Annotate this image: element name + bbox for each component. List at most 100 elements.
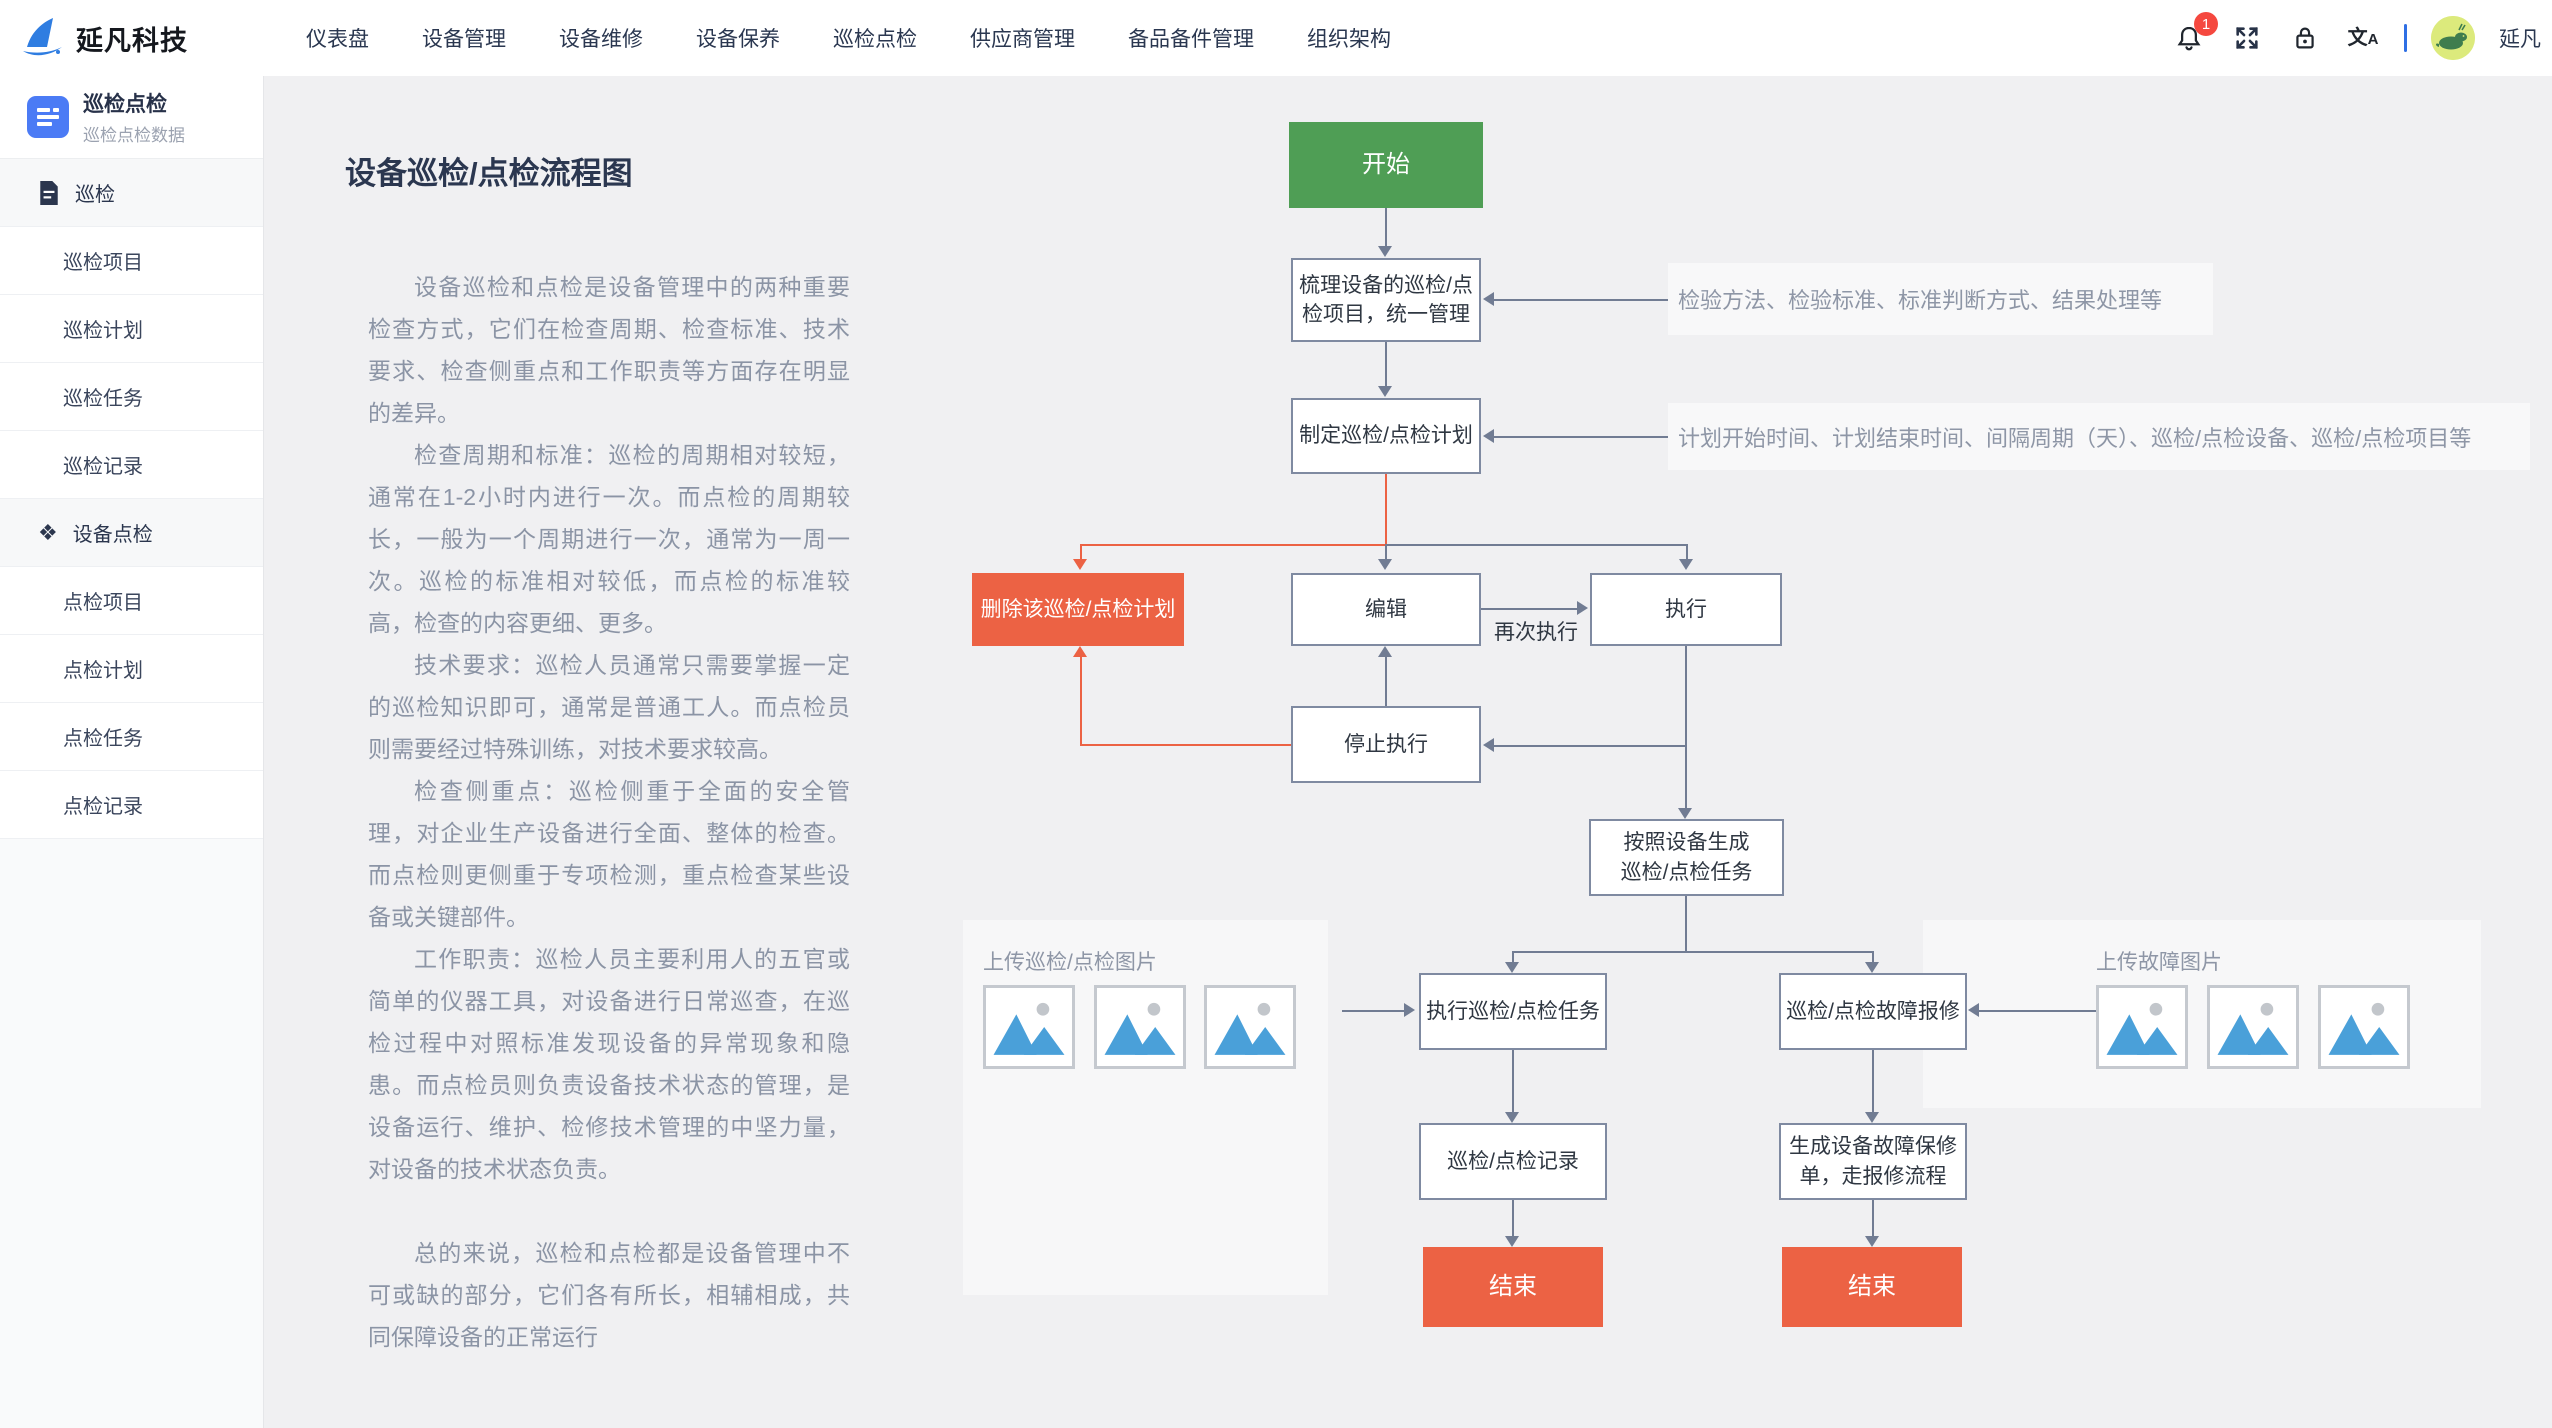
- connector-line: [1872, 1200, 1874, 1236]
- sidebar-item-label: 点检任务: [63, 728, 143, 750]
- edge-label-execute-again: 再次执行: [1494, 621, 1578, 644]
- sidebar-item-spot-check-plans[interactable]: 点检计划: [0, 635, 263, 703]
- sidebar-item-spot-check-records[interactable]: 点检记录: [0, 771, 263, 839]
- sidebar: 巡检点检 巡检点检数据 巡检 巡检项目 巡检计划 巡检任务 巡检记录 ❖ 设备点…: [0, 76, 264, 1428]
- connector-line: [1872, 951, 1874, 962]
- language-translate-icon[interactable]: 文A: [2347, 27, 2379, 49]
- inspection-module-icon: [27, 96, 69, 138]
- fullscreen-icon[interactable]: [2230, 21, 2264, 55]
- sidebar-item-inspection[interactable]: 巡检: [0, 159, 263, 227]
- sidebar-item-label: 巡检记录: [63, 456, 143, 478]
- app-logo: 延凡科技: [20, 0, 188, 76]
- sidebar-item-label: 点检计划: [63, 660, 143, 682]
- sidebar-item-label: 点检项目: [63, 592, 143, 614]
- flow-node-organize-items: 梳理设备的巡检/点 检项目，统一管理: [1291, 258, 1481, 342]
- connector-line-orange: [1080, 544, 1386, 546]
- nav-item-device-repair[interactable]: 设备维修: [559, 28, 643, 51]
- image-placeholder: [1204, 985, 1296, 1069]
- arrowhead: [1505, 962, 1519, 973]
- body-paragraph: 工作职责：巡检人员主要利用人的五官或简单的仪器工具，对设备进行日常巡查，在巡检过…: [368, 946, 850, 1182]
- body-paragraph: 总的来说，巡检和点检都是设备管理中不可或缺的部分，它们各有所长，相辅相成，共同保…: [368, 1240, 850, 1350]
- nav-item-dashboard[interactable]: 仪表盘: [306, 28, 369, 51]
- connector-line: [1385, 340, 1387, 388]
- nav-item-supplier-management[interactable]: 供应商管理: [970, 28, 1075, 51]
- sidebar-title: 巡检点检: [83, 93, 167, 116]
- notification-bell-icon[interactable]: 1: [2172, 12, 2218, 55]
- nav-item-device-management[interactable]: 设备管理: [422, 28, 506, 51]
- annotation-plan-fields: 计划开始时间、计划结束时间、间隔周期（天）、巡检/点检设备、巡检/点检项目等: [1668, 403, 2530, 470]
- sidebar-item-inspection-tasks[interactable]: 巡检任务: [0, 363, 263, 431]
- notification-badge: 1: [2194, 12, 2218, 36]
- body-paragraph: 检查周期和标准：巡检的周期相对较短，通常在1-2小时内进行一次。而点检的周期较长…: [368, 442, 850, 636]
- lock-icon[interactable]: [2288, 21, 2322, 55]
- connector-line: [1512, 1200, 1514, 1236]
- sidebar-item-inspection-plans[interactable]: 巡检计划: [0, 295, 263, 363]
- sidebar-item-label: 巡检计划: [63, 320, 143, 342]
- connector-line: [1512, 951, 1514, 962]
- nav-item-inspection[interactable]: 巡检点检: [833, 28, 917, 51]
- connector-line: [1512, 951, 1873, 953]
- image-placeholder: [2318, 985, 2410, 1069]
- flow-node-create-plan: 制定巡检/点检计划: [1291, 398, 1481, 474]
- image-placeholder: [2207, 985, 2299, 1069]
- top-bar-divider: [2404, 24, 2407, 52]
- logo-sail-icon: [20, 13, 66, 64]
- arrowhead: [1483, 429, 1494, 443]
- image-placeholder-icon: [2104, 996, 2180, 1058]
- nav-item-org-structure[interactable]: 组织架构: [1307, 28, 1391, 51]
- connector-line: [1385, 208, 1387, 250]
- connector-line: [1978, 1010, 2096, 1012]
- body-paragraph: 技术要求：巡检人员通常只需要掌握一定的巡检知识即可，通常是普通工人。而点检员则需…: [368, 652, 850, 762]
- body-paragraph: 设备巡检和点检是设备管理中的两种重要检查方式，它们在检查周期、检查标准、技术要求…: [368, 274, 850, 426]
- flow-node-end-left: 结束: [1423, 1247, 1603, 1327]
- sidebar-item-spot-check[interactable]: ❖ 设备点检: [0, 499, 263, 567]
- arrowhead: [1378, 386, 1392, 397]
- flow-node-execute-task: 执行巡检/点检任务: [1419, 973, 1607, 1050]
- image-placeholder-icon: [1212, 996, 1288, 1058]
- upload-inspection-images-panel: [963, 920, 1328, 1295]
- arrowhead: [1404, 1003, 1415, 1017]
- top-bar: 延凡科技 仪表盘 设备管理 设备维修 设备保养 巡检点检 供应商管理 备品备件管…: [0, 0, 2552, 76]
- body-paragraph: 检查侧重点：巡检侧重于全面的安全管理，对企业生产设备进行全面、整体的检查。而点检…: [368, 778, 850, 930]
- arrowhead: [1865, 1236, 1879, 1247]
- arrowhead: [1483, 292, 1494, 306]
- sidebar-item-inspection-records[interactable]: 巡检记录: [0, 431, 263, 499]
- nav-item-spare-parts-management[interactable]: 备品备件管理: [1128, 28, 1254, 51]
- upload-fault-images-label: 上传故障图片: [2096, 951, 2222, 974]
- user-avatar[interactable]: [2431, 16, 2475, 60]
- connector-line-orange: [1385, 474, 1387, 545]
- connector-line: [1481, 608, 1579, 610]
- arrowhead: [1483, 738, 1494, 752]
- arrowhead: [1865, 962, 1879, 973]
- image-placeholder-icon: [2215, 996, 2291, 1058]
- connector-line: [1686, 544, 1688, 560]
- connector-line-orange: [1080, 544, 1082, 560]
- connector-line: [1872, 1050, 1874, 1112]
- arrowhead: [1577, 601, 1588, 615]
- connector-line: [1342, 1010, 1404, 1012]
- sidebar-subtitle: 巡检点检数据: [83, 126, 185, 145]
- arrowhead: [1865, 1112, 1879, 1123]
- connector-line-orange: [1080, 744, 1291, 746]
- sidebar-item-label: 设备点检: [72, 524, 153, 546]
- sidebar-item-inspection-items[interactable]: 巡检项目: [0, 227, 263, 295]
- flow-node-delete-plan: 删除该巡检/点检计划: [972, 573, 1184, 646]
- arrowhead: [1678, 808, 1692, 819]
- image-placeholder: [983, 985, 1075, 1069]
- connector-line: [1512, 1050, 1514, 1112]
- nav-item-device-maintenance[interactable]: 设备保养: [696, 28, 780, 51]
- image-placeholder-icon: [1102, 996, 1178, 1058]
- sidebar-item-spot-check-items[interactable]: 点检项目: [0, 567, 263, 635]
- image-placeholder-icon: [991, 996, 1067, 1058]
- image-placeholder: [2096, 985, 2188, 1069]
- flow-node-edit: 编辑: [1291, 573, 1481, 646]
- connector-line: [1385, 544, 1687, 546]
- connector-line: [1685, 896, 1687, 953]
- sidebar-item-spot-check-tasks[interactable]: 点检任务: [0, 703, 263, 771]
- flow-node-stop-execution: 停止执行: [1291, 706, 1481, 783]
- page-title: 设备巡检/点检流程图: [345, 156, 633, 191]
- user-name[interactable]: 延凡: [2499, 28, 2541, 51]
- arrowhead: [1679, 559, 1693, 570]
- arrowhead-orange: [1073, 559, 1087, 570]
- flow-node-generate-tasks: 按照设备生成 巡检/点检任务: [1589, 819, 1784, 896]
